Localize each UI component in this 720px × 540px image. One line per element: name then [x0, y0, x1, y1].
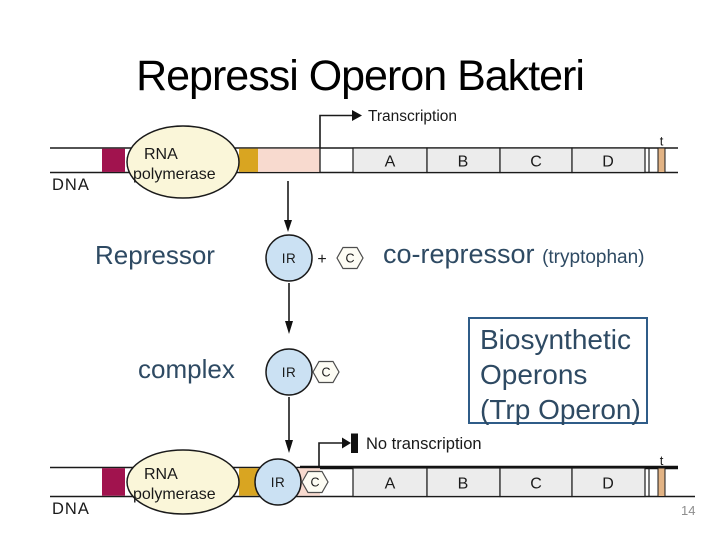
operator-segment	[258, 148, 320, 172]
bound-repressor-circle	[254, 458, 302, 506]
gene-box-d	[571, 147, 646, 174]
regulator-segment	[102, 468, 125, 496]
biosynthetic-box-line3: (Trp Operon)	[480, 394, 641, 425]
terminator-stripe	[657, 467, 666, 497]
complex-circle	[265, 348, 313, 396]
complex-label: complex	[138, 354, 235, 384]
active-operon-strand: A B C D t Transcription RNA polymerase D…	[50, 108, 678, 199]
repressor-pathway: IR + C IR C	[265, 181, 364, 453]
bound-corepressor-hexagon	[301, 470, 329, 494]
complex-repressor-symbol: IR	[282, 365, 297, 380]
no-transcription-arrow-line	[318, 442, 343, 466]
transcription-arrowhead-icon	[352, 110, 362, 121]
gene-box-b	[426, 467, 501, 498]
gene-label-b: B	[458, 476, 469, 493]
gene-label-a: A	[385, 154, 396, 171]
promoter-segment	[239, 468, 258, 496]
repressor-symbol: IR	[282, 251, 297, 266]
arrow-to-repressor-head-icon	[284, 220, 292, 232]
terminator-label: t	[660, 453, 664, 468]
slide-title: Repressi Operon Bakteri	[136, 52, 585, 100]
rna-polymerase-label-line1: RNA	[144, 146, 178, 163]
bound-repressor-symbol: IR	[271, 475, 286, 490]
biosynthetic-box-line1: Biosynthetic	[480, 324, 631, 355]
gene-label-c: C	[530, 476, 542, 493]
corepressor-hexagon	[336, 246, 364, 270]
terminator-stripe	[657, 147, 666, 173]
promoter-segment	[239, 148, 258, 172]
rna-polymerase-label-line1: RNA	[144, 466, 178, 483]
rna-polymerase-ellipse	[126, 449, 240, 515]
gene-box-d	[571, 467, 646, 498]
transcription-block-bar-icon	[351, 433, 358, 453]
tryptophan-text: (tryptophan)	[542, 247, 645, 268]
rna-polymerase-ellipse	[126, 125, 240, 199]
co-repressor-label: co-repressor (tryptophan)	[383, 239, 645, 270]
gene-box-a	[352, 147, 428, 174]
gene-box-a	[352, 467, 428, 498]
transcription-label: Transcription	[368, 108, 457, 125]
regulator-segment	[102, 148, 125, 172]
complex-hexagon	[312, 360, 340, 384]
rna-polymerase-label-line2: polymerase	[133, 486, 216, 503]
arrow-to-repressed-operon-head-icon	[285, 440, 293, 453]
corepressor-symbol: C	[345, 252, 354, 266]
gene-label-a: A	[385, 476, 396, 493]
repressed-operon-strand: A B C D t RNA polymerase DNA IR C No tra…	[50, 433, 695, 518]
dna-label: DNA	[52, 500, 90, 518]
plus-sign: +	[317, 251, 326, 268]
rna-polymerase-label-line2: polymerase	[133, 166, 216, 183]
no-transcription-label: No transcription	[366, 435, 482, 453]
bound-corepressor-symbol: C	[310, 476, 319, 490]
gene-label-b: B	[458, 154, 469, 171]
biosynthetic-operons-box: Biosynthetic Operons (Trp Operon)	[468, 317, 648, 425]
gene-label-d: D	[602, 154, 614, 171]
biosynthetic-box-line2: Operons	[480, 359, 588, 390]
terminator-label: t	[660, 134, 664, 149]
repressor-label: Repressor	[95, 240, 215, 270]
dna-label: DNA	[52, 176, 90, 194]
repressor-circle	[265, 234, 313, 282]
co-repressor-text: co-repressor	[383, 239, 535, 269]
transcription-arrow-line	[319, 114, 352, 148]
gene-label-c: C	[530, 154, 542, 171]
page-number: 14	[681, 503, 696, 518]
complex-corepressor-symbol: C	[321, 366, 330, 380]
gene-label-d: D	[602, 476, 614, 493]
arrow-to-complex-head-icon	[285, 321, 293, 334]
gene-box-b	[426, 147, 501, 174]
no-transcription-arrowhead-icon	[342, 437, 351, 449]
